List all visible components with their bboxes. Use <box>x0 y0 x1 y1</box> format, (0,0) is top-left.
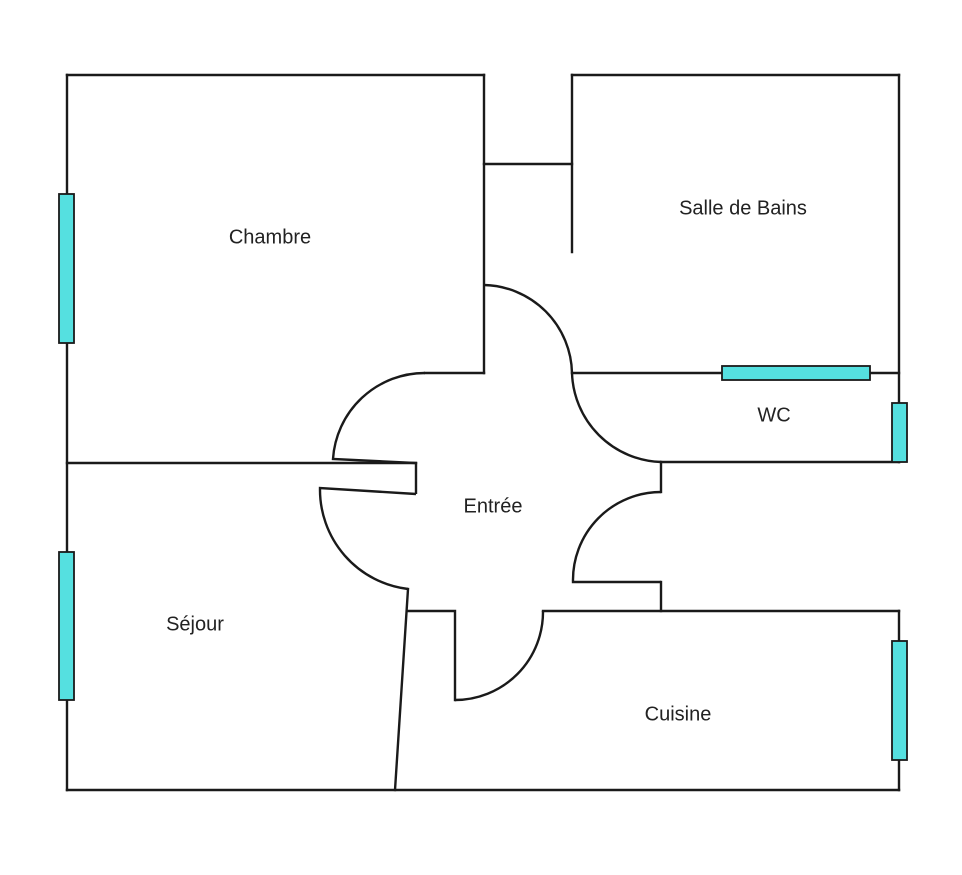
room-label-sejour: Séjour <box>166 613 224 635</box>
window-salle-de-bains <box>721 365 871 381</box>
walls <box>65 73 901 792</box>
window-sejour <box>58 551 75 701</box>
door-cuisine <box>454 610 545 702</box>
windows <box>58 193 908 761</box>
room-label-cuisine: Cuisine <box>645 703 712 725</box>
door-wc <box>570 372 662 464</box>
cuisine-top-left-stub <box>406 609 457 702</box>
window-chambre <box>58 193 75 344</box>
room-label-chambre: Chambre <box>229 226 311 248</box>
room-labels: Chambre Salle de Bains WC Entrée Séjour … <box>166 197 807 725</box>
door-sejour <box>318 486 417 591</box>
room-label-wc: WC <box>757 404 790 426</box>
door-entree-right <box>571 490 662 584</box>
room-label-entree: Entrée <box>464 495 523 517</box>
window-wc <box>891 402 908 463</box>
door-chambre <box>331 371 426 494</box>
door-salle-de-bains <box>483 283 574 374</box>
room-label-salle-de-bains: Salle de Bains <box>679 197 807 219</box>
sejour-cuisine-wall <box>393 587 410 792</box>
doors <box>318 283 662 702</box>
window-cuisine <box>891 640 908 761</box>
